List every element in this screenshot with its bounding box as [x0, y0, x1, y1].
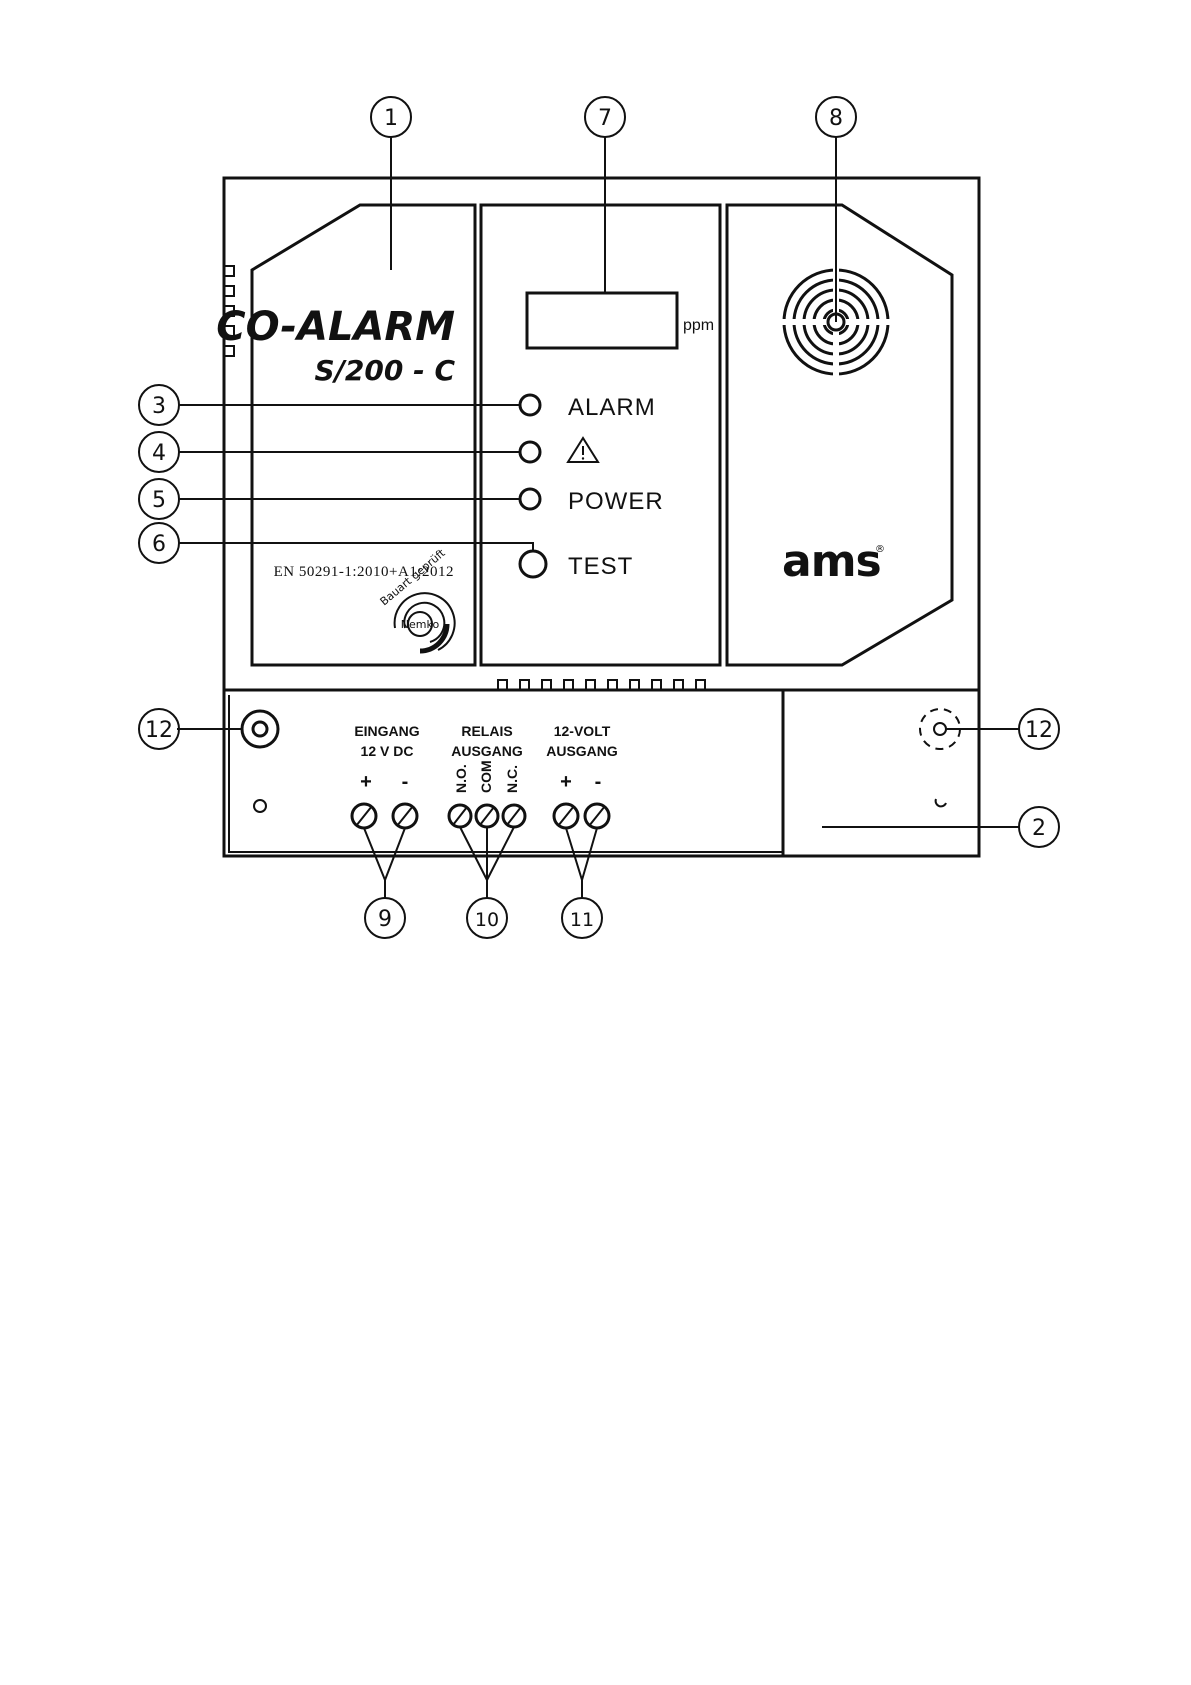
callout-12-left: 12 [139, 709, 179, 749]
model-number: S/200 - C [314, 354, 455, 387]
callout-2-number: 2 [1032, 816, 1046, 841]
callout-4: 4 [139, 432, 179, 472]
relay-no-label: N.O. [453, 764, 469, 793]
left-mount-screw [242, 711, 278, 747]
left-small-hole [254, 800, 266, 812]
callout-2: 2 [1019, 807, 1059, 847]
ppm-unit-label: ppm [683, 317, 714, 334]
callout-11: 11 [562, 898, 602, 938]
ams-registered-mark: ® [875, 544, 885, 555]
callout-3: 3 [139, 385, 179, 425]
test-button[interactable] [520, 551, 546, 577]
test-label: TEST [568, 553, 633, 580]
middle-panel [481, 205, 720, 665]
relay-label-line2: AUSGANG [451, 743, 523, 759]
callout-5-number: 5 [152, 488, 166, 513]
callout-5: 5 [139, 479, 179, 519]
alarm-label: ALARM [568, 394, 656, 421]
callout-6-number: 6 [152, 532, 166, 557]
brand-title: CO-ALARM [216, 304, 455, 350]
input-plus-label: + [360, 771, 372, 793]
relay-label-line1: RELAIS [461, 723, 512, 739]
warning-triangle-icon [568, 438, 598, 462]
ams-logo: ams [782, 536, 881, 587]
ppm-display [527, 293, 677, 348]
seal-body: Nemko [401, 618, 440, 631]
input-terminal-screws [352, 804, 417, 828]
warning-led [520, 442, 540, 462]
left-panel [252, 205, 475, 665]
callout-10-number: 10 [475, 909, 499, 931]
input-label-line2: 12 V DC [361, 743, 414, 759]
output-terminal-screws [554, 804, 609, 828]
output-label-line2: AUSGANG [546, 743, 618, 759]
input-minus-label: - [402, 771, 409, 793]
callout-12-left-number: 12 [145, 718, 173, 743]
output-plus-label: + [560, 771, 572, 793]
relay-nc-label: N.C. [504, 765, 520, 793]
nemko-seal: Bauart geprüft Nemko [378, 546, 455, 651]
relay-terminal-screws [449, 805, 525, 827]
callout-1-number: 1 [384, 106, 398, 131]
callout-12-right: 12 [1019, 709, 1059, 749]
alarm-led [520, 395, 540, 415]
callout-10: 10 [467, 898, 507, 938]
right-small-hole [936, 799, 946, 806]
power-label: POWER [568, 488, 664, 515]
output-label-line1: 12-VOLT [554, 723, 611, 739]
right-panel [727, 205, 952, 665]
callout-11-number: 11 [570, 909, 594, 931]
callout-9: 9 [365, 898, 405, 938]
callout-9-number: 9 [378, 907, 392, 932]
callout-3-number: 3 [152, 394, 166, 419]
callout-4-number: 4 [152, 441, 166, 466]
input-label-line1: EINGANG [354, 723, 419, 739]
callout-1: 1 [371, 97, 411, 137]
output-minus-label: - [595, 771, 602, 793]
relay-com-label: COM [478, 760, 494, 793]
callout-6: 6 [139, 523, 179, 563]
callout-8: 8 [816, 97, 856, 137]
callout-12-right-number: 12 [1025, 718, 1053, 743]
callout-8-number: 8 [829, 106, 843, 131]
power-led [520, 489, 540, 509]
callout-7: 7 [585, 97, 625, 137]
callout-7-number: 7 [598, 106, 612, 131]
